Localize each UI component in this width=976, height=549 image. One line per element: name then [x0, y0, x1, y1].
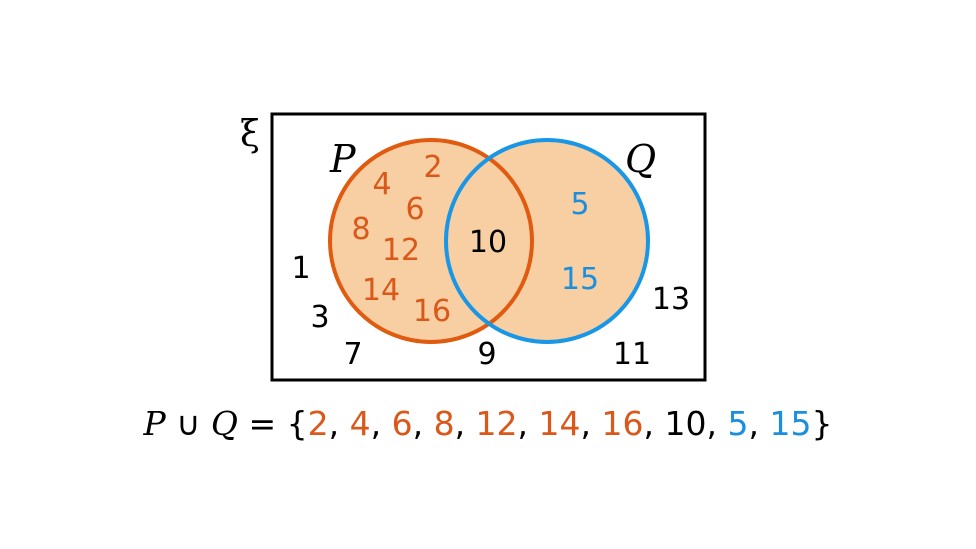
universal-set-symbol: ξ — [240, 114, 260, 155]
union-element: 6 — [391, 404, 413, 443]
set-q-circle — [444, 138, 650, 344]
union-element: 16 — [601, 404, 644, 443]
outside-element: 13 — [652, 282, 690, 317]
union-element: 2 — [307, 404, 329, 443]
outside-element: 7 — [343, 337, 362, 372]
union-lhs-p: P — [143, 404, 166, 443]
union-separator: , — [706, 404, 728, 443]
union-operator: ∪ — [176, 404, 201, 443]
union-element: 10 — [664, 404, 707, 443]
union-close-brace: } — [811, 404, 833, 443]
q-element: 15 — [561, 262, 599, 297]
p-element: 6 — [405, 192, 424, 227]
union-equation: P ∪ Q = {2, 4, 6, 8, 12, 14, 16, 10, 5, … — [0, 398, 976, 450]
set-q-fill — [446, 140, 648, 342]
universal-set-box — [270, 112, 707, 382]
outside-element: 1 — [291, 251, 310, 286]
union-element: 4 — [349, 404, 371, 443]
p-element: 4 — [372, 167, 391, 202]
union-element: 5 — [727, 404, 749, 443]
p-element: 12 — [382, 233, 420, 268]
set-q-label: Q — [625, 137, 656, 181]
union-separator: , — [412, 404, 434, 443]
outside-element: 9 — [477, 337, 496, 372]
union-separator: , — [748, 404, 770, 443]
p-element: 2 — [423, 150, 442, 185]
union-equals-open: = { — [248, 404, 308, 443]
set-p-label: P — [329, 137, 357, 181]
q-element: 5 — [570, 187, 589, 222]
union-separator: , — [328, 404, 350, 443]
union-separator: , — [517, 404, 539, 443]
union-separator: , — [643, 404, 665, 443]
outside-element: 3 — [310, 300, 329, 335]
union-element: 14 — [538, 404, 581, 443]
p-element: 16 — [413, 294, 451, 329]
union-element: 15 — [769, 404, 812, 443]
union-separator: , — [580, 404, 602, 443]
union-separator: , — [370, 404, 392, 443]
union-element: 12 — [475, 404, 518, 443]
p-element: 8 — [351, 212, 370, 247]
union-separator: , — [454, 404, 476, 443]
intersection-element: 10 — [469, 225, 507, 260]
outside-element: 11 — [613, 337, 651, 372]
p-element: 14 — [362, 273, 400, 308]
union-element: 8 — [433, 404, 455, 443]
union-elements: 2, 4, 6, 8, 12, 14, 16, 10, 5, 15 — [308, 404, 812, 443]
set-p-circle — [328, 138, 534, 344]
union-lhs-q: Q — [210, 404, 238, 443]
